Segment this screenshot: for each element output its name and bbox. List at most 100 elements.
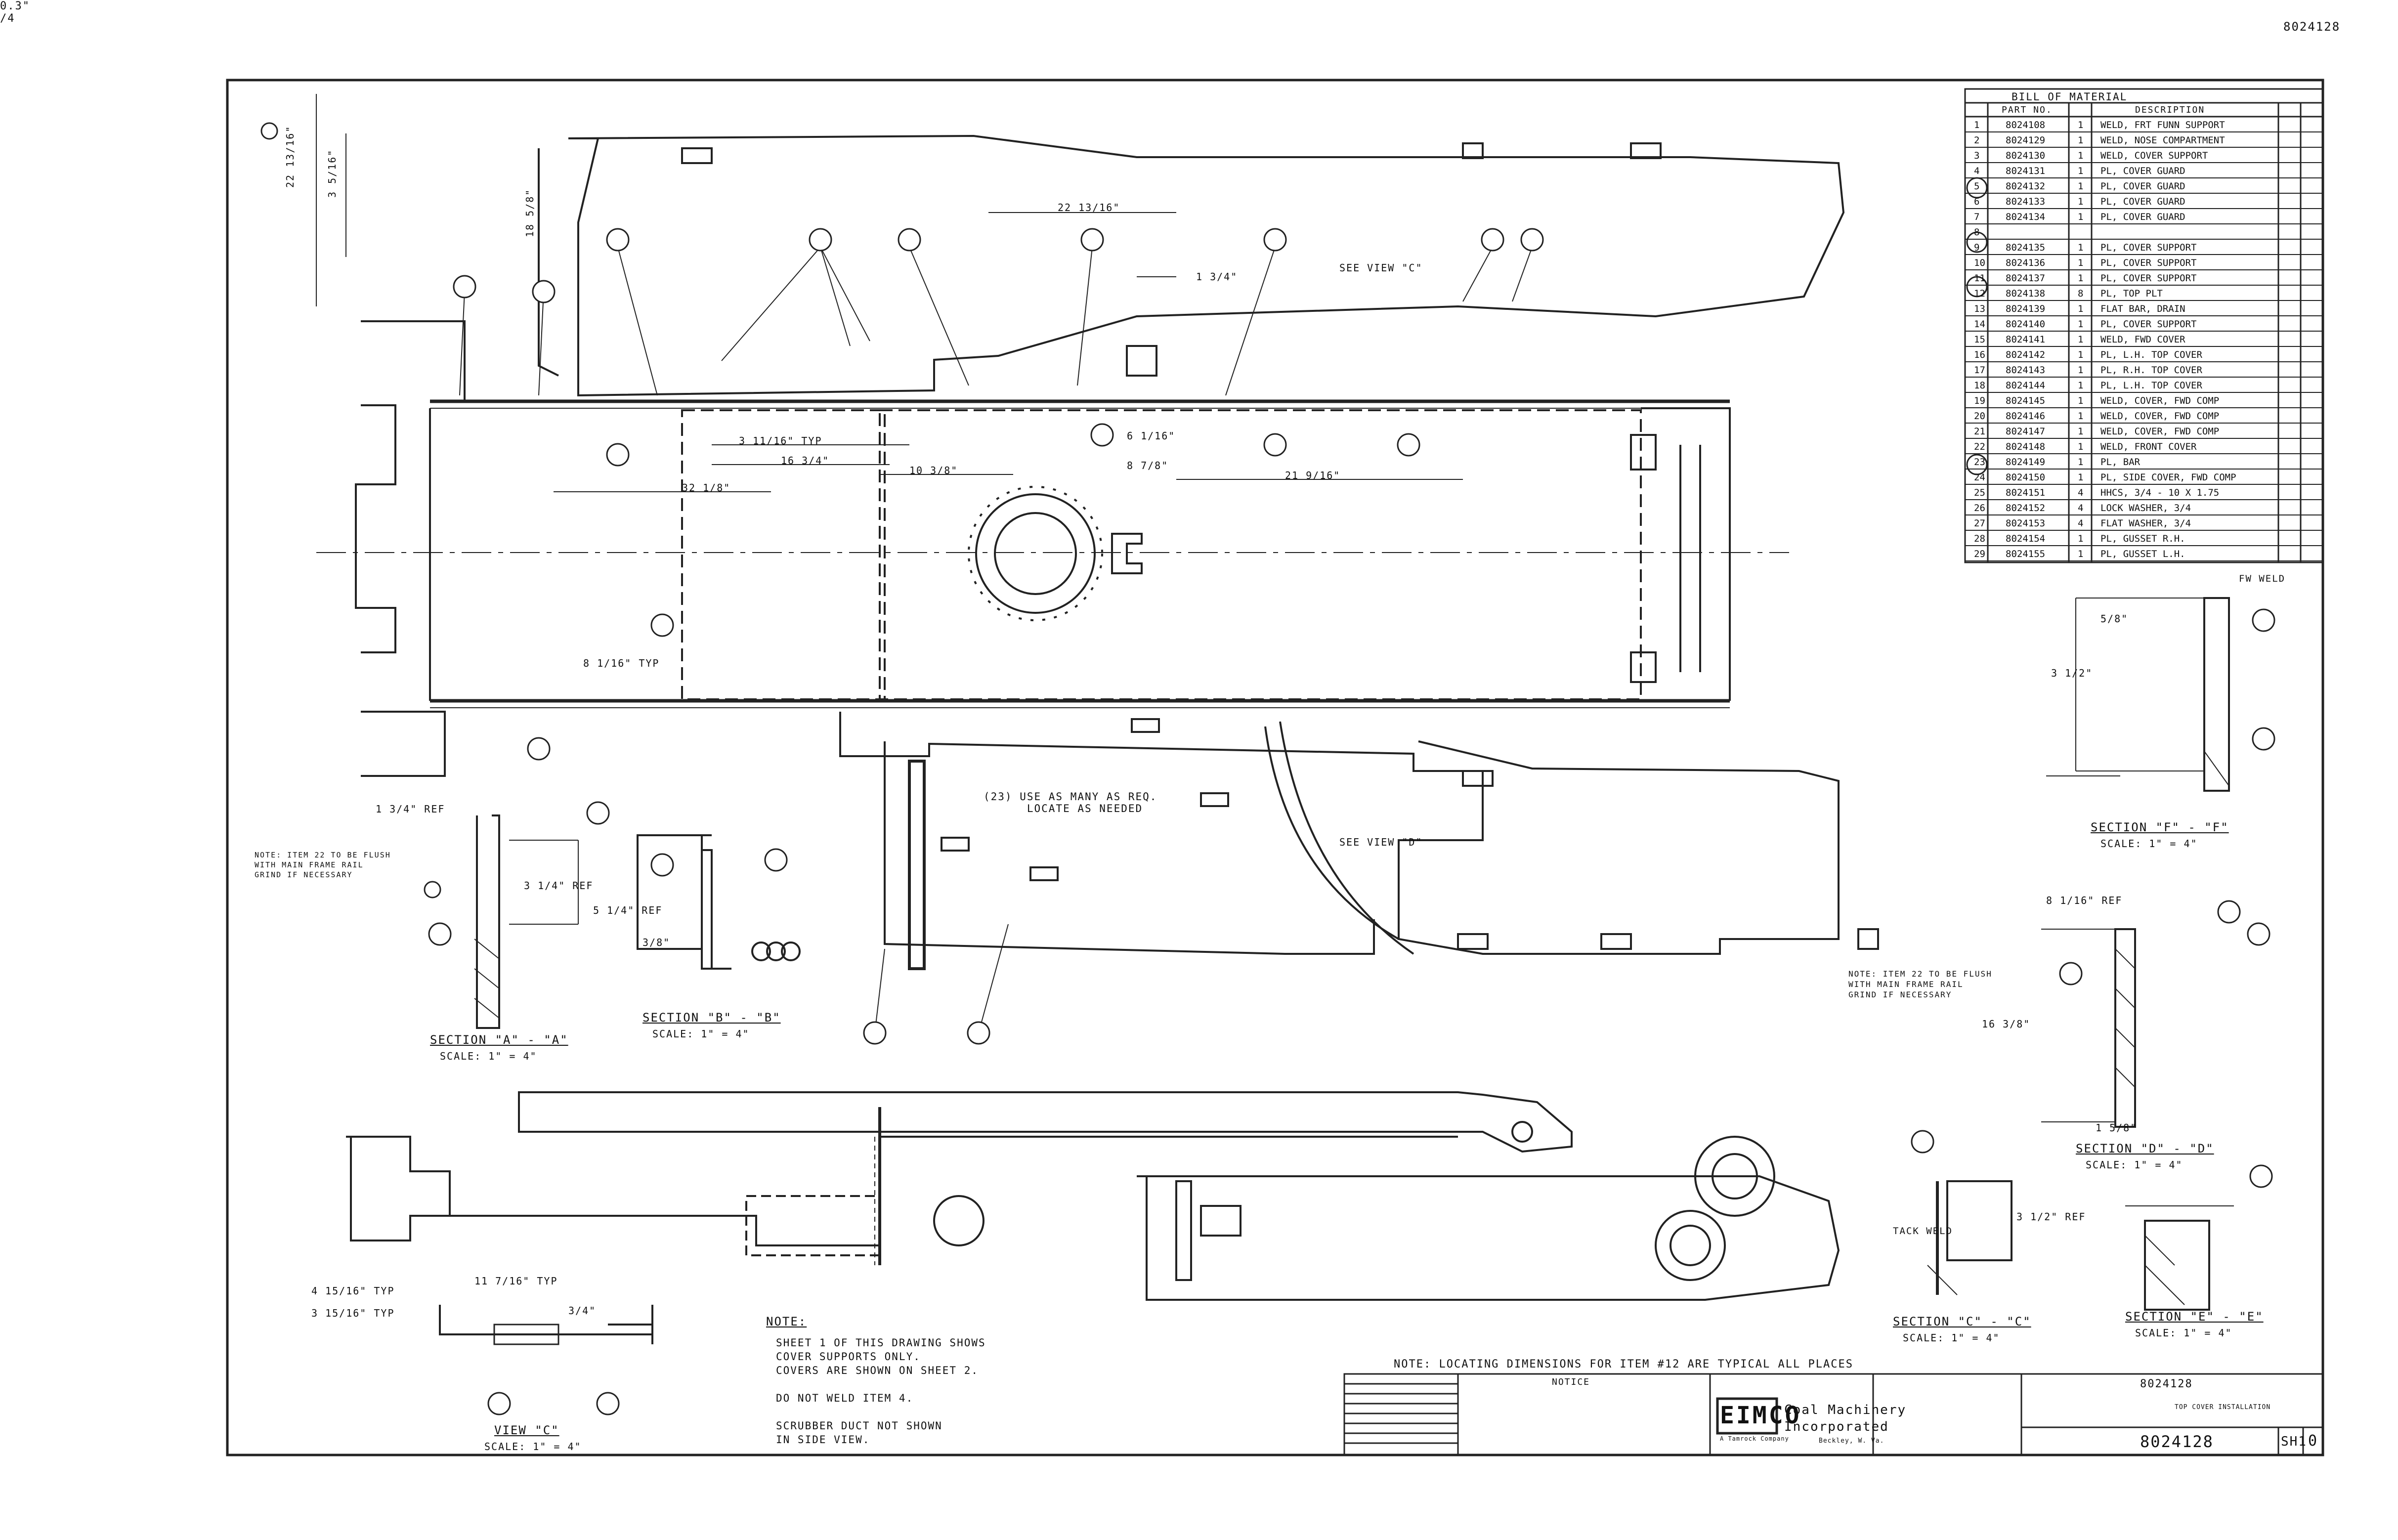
dim-label: 11 7/16" TYP xyxy=(474,1275,558,1287)
bom-part-number: 8024136 xyxy=(2006,257,2046,268)
bom-part-number: 8024143 xyxy=(2006,365,2046,376)
bom-part-number: 8024152 xyxy=(2006,503,2046,513)
bom-qty: 1 xyxy=(2078,196,2084,207)
bom-qty: 1 xyxy=(2078,457,2084,468)
bom-description: HHCS, 3/4 - 10 X 1.75 xyxy=(2100,487,2220,498)
bom-part-number: 8024147 xyxy=(2006,426,2046,437)
bom-qty: 1 xyxy=(2078,426,2084,437)
bom-item-number: 27 xyxy=(1974,518,1985,529)
bom-qty: 1 xyxy=(2078,150,2084,161)
notes-heading: NOTE: xyxy=(766,1315,807,1328)
bom-description: PL, COVER GUARD xyxy=(2100,196,2185,207)
bom-item-number: 20 xyxy=(1974,411,1985,422)
bom-qty: 1 xyxy=(2078,212,2084,222)
bom-item-number: 15 xyxy=(1974,334,1985,345)
note-line: IN SIDE VIEW. xyxy=(776,1434,870,1446)
sheet-border xyxy=(226,79,2324,1456)
bom-item-number: 26 xyxy=(1974,503,1985,513)
bom-part-number: 8024134 xyxy=(2006,212,2046,222)
locating-note: NOTE: LOCATING DIMENSIONS FOR ITEM #12 A… xyxy=(1394,1358,1853,1370)
revision: 0 xyxy=(2308,1432,2318,1450)
bom-qty: 4 xyxy=(2078,487,2084,498)
bom-description: PL, COVER GUARD xyxy=(2100,166,2185,176)
bom-part-number: 8024149 xyxy=(2006,457,2046,468)
item-balloons xyxy=(260,122,2275,1415)
bom-qty: 1 xyxy=(2078,411,2084,422)
bom-description: PL, COVER GUARD xyxy=(2100,181,2185,192)
sheet-number: SH1 xyxy=(2281,1434,2307,1449)
bom-qty: 1 xyxy=(2078,181,2084,192)
bom-part-number: 8024133 xyxy=(2006,196,2046,207)
bom-item-number: 28 xyxy=(1974,533,1985,544)
dim-label: 1 5/8" xyxy=(2096,1122,2138,1134)
note-line: COVER SUPPORTS ONLY. xyxy=(776,1351,921,1363)
dim-label: 10 3/8" xyxy=(909,465,958,476)
bom-part-number: 8024135 xyxy=(2006,242,2046,253)
bom-row: 19 8024145 1 WELD, COVER, FWD COMP xyxy=(1971,394,2321,408)
bom-part-number: 8024141 xyxy=(2006,334,2046,345)
dim-label: 8 7/8" xyxy=(1127,460,1169,471)
bom-description: WELD, COVER, FWD COMP xyxy=(2100,426,2220,437)
bom-qty: 1 xyxy=(2078,549,2084,559)
bom-col-part: PART NO. xyxy=(2002,105,2053,115)
company-sub: A Tamrock Company xyxy=(1720,1435,1789,1442)
bom-part-number: 8024154 xyxy=(2006,533,2046,544)
bom-item-number: 13 xyxy=(1974,303,1985,314)
bom-item-number: 24 xyxy=(1974,472,1985,483)
company-name-2: Incorporated xyxy=(1784,1419,1889,1434)
dim-label: 3 1/2" xyxy=(2051,667,2093,679)
bom-item-number: 6 xyxy=(1974,196,1980,207)
bom-item-number: 16 xyxy=(1974,349,1985,360)
bom-part-number: 8024145 xyxy=(2006,395,2046,406)
section-bb-scale: SCALE: 1" = 4" xyxy=(652,1028,750,1040)
section-cc-scale: SCALE: 1" = 4" xyxy=(1903,1332,2000,1344)
bom-description: FLAT BAR, DRAIN xyxy=(2100,303,2185,314)
bom-part-number: 8024139 xyxy=(2006,303,2046,314)
company-location: Beckley, W. Va. xyxy=(1819,1437,1884,1445)
bom-item-number: 12 xyxy=(1974,288,1985,299)
bom-description: WELD, COVER, FWD COMP xyxy=(2100,395,2220,406)
corner-mark: 0.3" /4 xyxy=(0,0,30,25)
section-ee-title: SECTION "E" - "E" xyxy=(2125,1310,2264,1324)
bom-part-number: 8024148 xyxy=(2006,441,2046,452)
bom-item-number: 19 xyxy=(1974,395,1985,406)
bom-item-number: 8 xyxy=(1974,227,1980,238)
bom-part-number: 8024131 xyxy=(2006,166,2046,176)
bom-item-number: 23 xyxy=(1974,457,1985,468)
dim-label: 21 9/16" xyxy=(1285,470,1341,481)
company-name-1: Coal Machinery xyxy=(1784,1403,1907,1417)
side-view xyxy=(346,1091,1840,1301)
dwg-number-small: 8024128 xyxy=(2140,1378,2193,1390)
dim-label: 3 1/2" REF xyxy=(2016,1211,2086,1223)
dim-label: 3/8" xyxy=(642,937,671,948)
section-aa-title: SECTION "A" - "A" xyxy=(430,1033,568,1047)
bom-description: WELD, COVER SUPPORT xyxy=(2100,150,2208,161)
drawing-number: 8024128 xyxy=(2140,1432,2214,1451)
bom-item-number: 25 xyxy=(1974,487,1985,498)
bom-description: LOCK WASHER, 3/4 xyxy=(2100,503,2191,513)
bom-part-number: 8024150 xyxy=(2006,472,2046,483)
bom-description: PL, COVER SUPPORT xyxy=(2100,273,2197,284)
bom-col-desc: DESCRIPTION xyxy=(2135,105,2205,115)
section-details xyxy=(439,597,2234,1345)
bom-description: PL, L.H. TOP COVER xyxy=(2100,380,2202,391)
bom-description: PL, L.H. TOP COVER xyxy=(2100,349,2202,360)
bom-qty: 1 xyxy=(2078,395,2084,406)
bom-item-number: 18 xyxy=(1974,380,1985,391)
bom-part-number: 8024138 xyxy=(2006,288,2046,299)
bom-description: PL, GUSSET L.H. xyxy=(2100,549,2185,559)
see-view-c-label: SEE VIEW "C" xyxy=(1339,262,1423,274)
dim-label: 4 15/16" TYP xyxy=(311,1285,395,1297)
